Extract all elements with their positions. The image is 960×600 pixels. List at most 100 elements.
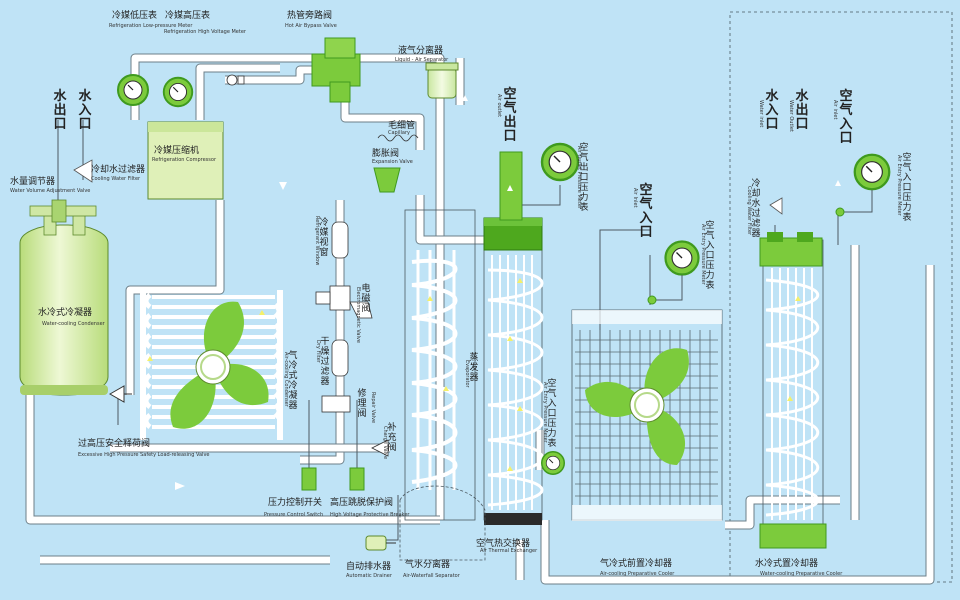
air-precool-label-en: Air-cooling Preparative Cooler [600, 571, 675, 577]
refrigerant-sight-glass [331, 221, 349, 259]
air-inlet-pressure-gauge-right [853, 153, 891, 191]
hot-bypass-label: 热管旁路阀 [287, 9, 332, 21]
cool-filter-right-label: 冷却水过滤器 [751, 177, 760, 239]
pressure-switch-label-en: Pressure Control Switch [264, 512, 323, 518]
air-inlet-pressure-gauge-mid [664, 240, 700, 276]
flow-regulator-label-en: Water Volume Adjustment Valve [10, 188, 90, 194]
cooling-water-filter-right [769, 197, 783, 215]
low-pressure-gauge [117, 74, 149, 106]
expansion-label-en: Expansion Valve [372, 159, 413, 165]
air-out-gauge-label-en: Air Outlet Pressure Meter [576, 146, 582, 210]
air-water-sep-label-en: Air-Waterfall Separator [403, 573, 461, 579]
dry-filter-label-en: Dry Filter [315, 340, 321, 364]
hv-breaker-label: 高压跳脱保护阀 [330, 496, 393, 508]
capillary-coil [377, 134, 419, 142]
air-in-gauge-right-label: 空气入口压力表 [902, 151, 911, 223]
condenser-label: 水冷式冷凝器 [38, 306, 92, 318]
sight-glass-label-en: Refrigerant Window [314, 216, 320, 265]
water-outlet-right: 水出口 [795, 88, 809, 132]
cool-filter-right-label-en: Cooling Water Filter [746, 186, 752, 236]
expansion-valve [373, 167, 401, 193]
air-in-gauge-mid-label: 空气入口压力表 [705, 219, 714, 291]
overpressure-label: 过高压安全释荷阀 [78, 437, 150, 449]
pressure-switch-label: 压力控制开关 [268, 496, 322, 508]
high-pressure-gauge [162, 76, 194, 108]
charge-label-en: Charge Valve [382, 426, 388, 459]
water-cooled-precooler [759, 232, 827, 549]
refrigeration-compressor [147, 121, 224, 200]
air-cond-label-en: Air-cooling Condenser [283, 352, 289, 408]
heat-exch-label-en: Air Thermal Exchanger [480, 548, 538, 554]
air-cond-label: 气冷式冷凝器 [288, 349, 297, 411]
flow-arrows [147, 95, 841, 490]
water-cooled-condenser [19, 214, 109, 396]
air-heat-exchanger [483, 217, 544, 525]
air-out-gauge-label: 空气出口压力表 [579, 141, 588, 213]
water-inlet-right: 水入口 [765, 88, 779, 132]
liquid-air-separator [425, 62, 459, 99]
air-in-gauge-low-label-en: Air Entry Pressure Meter [542, 382, 548, 444]
capillary-label: 毛细管 [388, 119, 415, 131]
heat-exch-label: 空气热交换器 [476, 537, 530, 549]
air-in-gauge-mid-label-en: Air Entry Pressure Meter [700, 224, 706, 286]
solenoid-label-en: Electromagnetic Valve [355, 287, 361, 343]
air-water-sep-label: 气水分离器 [405, 558, 450, 570]
dry-filter-label: 干燥过滤器 [320, 336, 329, 387]
cool-filter-label-en: Cooling Water Filter [91, 176, 141, 182]
water-flow-regulator [29, 199, 97, 223]
cool-filter-label: 冷却水过滤器 [91, 163, 145, 175]
evaporator-coil [404, 209, 476, 521]
air-outlet-label: 空气出口 [503, 86, 516, 144]
vertical-labels: 水出口 水入口 冷媒视窗 Refrigerant Window 电磁阀 Elec… [53, 86, 911, 459]
repair-label-en: Repair Valve [370, 392, 376, 423]
auto-drain-label-en: Automatic Drainer [346, 573, 393, 579]
precooler-fan [585, 348, 689, 465]
air-cooled-precooler [571, 309, 723, 521]
compressor-label: 冷媒压缩机 [154, 144, 199, 156]
repair-valve [321, 395, 351, 413]
labels: 冷媒低压表 Refrigeration Low-pressure Meter 冷… [10, 9, 843, 579]
solenoid-label: 电磁阀 [361, 282, 370, 314]
water-inlet-left: 水入口 [78, 88, 92, 132]
evaporator-label: 蒸发器 [469, 351, 478, 383]
air-outlet-label-en: Air outlet [496, 94, 502, 117]
sight-glass-label: 冷媒视窗 [319, 216, 328, 258]
separator-label-en: Liquid - Air Separator [395, 57, 449, 63]
air-precool-label: 气冷式前置冷却器 [600, 557, 672, 569]
water-precool-label-en: Water-cooling Preparative Cooler [760, 571, 843, 577]
air-in-gauge-low-label: 空气入口压力表 [547, 377, 556, 449]
air-water-separator [399, 485, 486, 561]
water-outlet-left: 水出口 [53, 88, 67, 132]
separator-label: 液气分离器 [398, 44, 443, 56]
condenser-label-en: Water-cooling Condenser [42, 321, 106, 327]
air-outlet-pipe [499, 151, 561, 221]
air-inlet-pressure-gauge-low [541, 451, 565, 475]
air-inlet-right: 空气入口 [839, 88, 852, 146]
air-in-gauge-right-label-en: Air Entry Pressure Meter [896, 155, 902, 217]
hv-breaker-label-en: High Voltage Protective Breaker [330, 512, 410, 518]
air-inlet-mid-label: 空气入口 [639, 182, 652, 240]
charge-valve [371, 439, 389, 457]
hot-bypass-valve [311, 37, 361, 103]
water-outlet-right-en: Water Outlet [788, 100, 794, 132]
automatic-drainer [365, 535, 396, 551]
air-outlet-pressure-gauge [540, 142, 580, 182]
gauge-tap-mid [647, 295, 657, 305]
compressor-label-en: Refrigeration Compressor [152, 157, 217, 163]
auto-drain-label: 自动排水器 [346, 560, 391, 572]
low-gauge-label: 冷媒低压表 [112, 9, 157, 21]
gauge-line-right [840, 190, 873, 213]
air-inlet-right-en: Air inlet [832, 100, 838, 119]
air-inlet-mid-label-en: Air Inlet [632, 188, 638, 208]
hot-bypass-label-en: Hot Air Bypass Valve [285, 23, 337, 29]
solenoid-valve [315, 285, 373, 319]
water-inlet-right-en: Water inlet [758, 100, 764, 127]
overpressure-label-en: Excessive High Pressure Safety Load-rele… [78, 452, 209, 458]
capillary-label-en: Capillary [388, 130, 410, 136]
dry-filter [331, 339, 349, 377]
condenser-fan [170, 301, 269, 429]
high-gauge-label: 冷媒高压表 [165, 9, 210, 21]
flow-regulator-label: 水量调节器 [10, 175, 55, 187]
cooling-water-filter-left [73, 159, 93, 183]
